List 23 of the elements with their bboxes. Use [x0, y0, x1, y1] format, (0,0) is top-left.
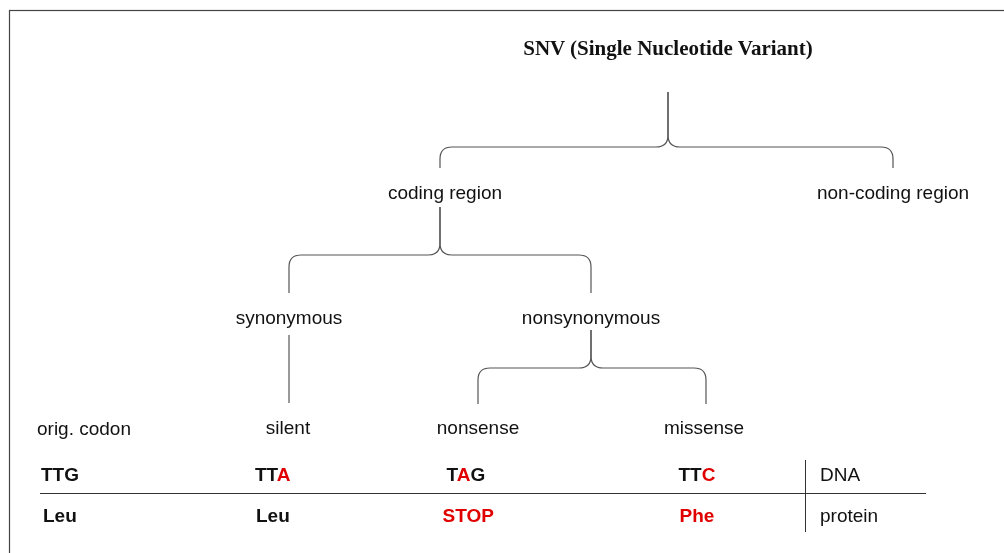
column-header: orig. codon: [37, 417, 131, 441]
category-label: missense: [644, 416, 764, 440]
category-label: coding region: [365, 181, 525, 205]
category-label: non-coding region: [793, 181, 993, 205]
row-header: DNA: [820, 463, 861, 487]
category-label: nonsynonymous: [501, 306, 681, 330]
category-label: nonsense: [418, 416, 538, 440]
codon-cell: TTC: [678, 463, 716, 487]
codon-cell: Leu: [43, 504, 77, 528]
heading-text: SNV (Single Nucleotide Variant): [508, 34, 828, 62]
codon-cell: STOP: [442, 504, 494, 528]
bracket-line: [590, 329, 707, 405]
bracket-line: [667, 91, 894, 169]
codon-cell: TTA: [255, 463, 291, 487]
row-header: protein: [820, 504, 879, 528]
category-label: synonymous: [214, 306, 364, 330]
bracket-line: [288, 334, 290, 404]
category-label: silent: [243, 416, 333, 440]
codon-cell: TAG: [446, 463, 486, 487]
codon-cell: TTG: [41, 463, 79, 487]
codon-cell: Phe: [679, 504, 715, 528]
codon-cell: Leu: [256, 504, 290, 528]
bracket-line: [439, 206, 592, 294]
